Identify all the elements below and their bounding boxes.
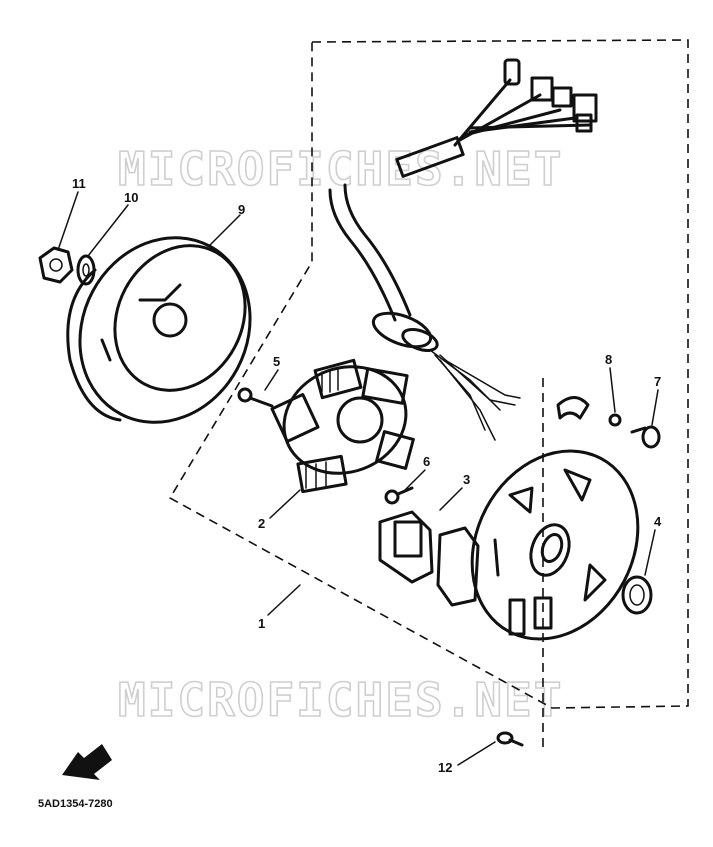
callout-10: 10 [124,190,138,205]
callout-2: 2 [258,516,265,531]
wire-harness [328,58,598,441]
callout-3: 3 [463,472,470,487]
leader-lines [57,191,659,766]
assembly-outline [168,39,689,709]
flywheel-rotor [66,236,252,424]
callout-6: 6 [423,454,430,469]
pickup-coil [378,510,480,607]
stator-base-plate [470,449,640,641]
callout-12: 12 [438,760,452,775]
screw-5 [237,387,274,408]
figure-code: 5AD1354-7280 [38,798,113,810]
callout-4: 4 [654,514,662,529]
callout-1: 1 [258,616,265,631]
watermark-bottom: MICROFICHES.NET [118,673,563,727]
screw-7 [630,425,661,449]
screw-6 [384,486,414,505]
watermark-top: MICROFICHES.NET [118,142,563,196]
nut [38,246,74,284]
callout-9: 9 [238,202,245,217]
front-arrow-icon [62,744,112,780]
oil-seal [621,575,653,615]
wire-clamp [556,396,622,427]
callout-8: 8 [605,352,612,367]
stator-coil [270,358,415,494]
callout-11: 11 [72,176,86,191]
callout-5: 5 [273,354,280,369]
washer [76,254,96,286]
screw-12 [496,731,524,747]
callout-7: 7 [654,374,661,389]
